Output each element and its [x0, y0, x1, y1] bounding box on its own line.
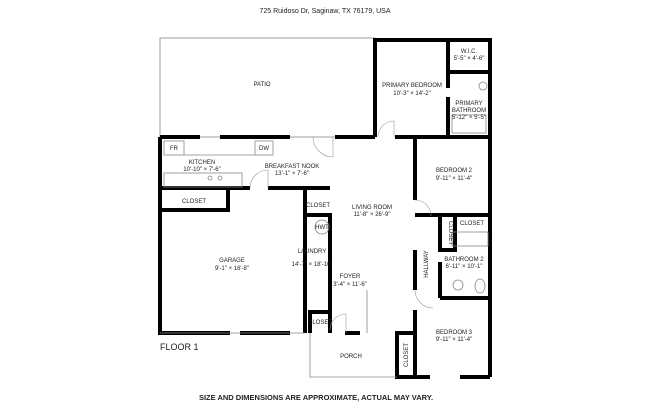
laundry-dims: 14'-7" × 18'-10" — [292, 262, 333, 268]
bedroom3-dims: 9'-11" × 11'-4" — [436, 337, 473, 343]
primary-bedroom-dims: 10'-3" × 14'-2" — [393, 91, 430, 97]
garage-label: GARAGE — [219, 258, 245, 264]
hwt-label: HWT — [315, 225, 329, 231]
living-room-dims: 11'-8" × 26'-9" — [354, 212, 391, 218]
breakfast-nook-label: BREAKFAST NOOK — [265, 164, 320, 170]
details — [160, 81, 489, 378]
hallway-label: HALLWAY — [424, 250, 430, 278]
foyer-label: FOYER — [340, 274, 361, 280]
disclaimer: SIZE AND DIMENSIONS ARE APPROXIMATE, ACT… — [199, 393, 433, 402]
address: 725 Ruidoso Dr, Saginaw, TX 76179, USA — [259, 8, 390, 15]
floor-label: FLOOR 1 — [160, 342, 199, 352]
laundry-label: LAUNDRY — [298, 249, 327, 255]
room-labels: PATIO PRIMARY BEDROOM 10'-3" × 14'-2" W.… — [170, 49, 486, 367]
wic-dims: 5'-5" × 4'-6" — [454, 56, 485, 62]
laundry-closet-label: CLOSET — [306, 203, 330, 209]
primary-bathroom-label: PRIMARY — [455, 101, 482, 107]
porch-label: PORCH — [340, 354, 362, 360]
garage-closet-label: CLOSET — [182, 199, 206, 205]
foyer-dims: 3'-4" × 11'-6" — [333, 282, 367, 288]
bedroom2-closet-label: CLOSET — [460, 221, 484, 227]
kitchen-label: KITCHEN — [189, 160, 215, 166]
primary-bedroom-label: PRIMARY BEDROOM — [382, 83, 442, 89]
breakfast-nook-dims: 13'-1" × 7'-6" — [275, 171, 309, 177]
bedroom2-dims: 9'-11" × 11'-4" — [436, 176, 473, 182]
walls — [158, 38, 492, 379]
primary-bathroom-label-2: BATHROOM — [452, 108, 486, 114]
wic-label: W.I.C. — [461, 49, 478, 55]
bathroom2-dims: 6'-11" × 10'-1" — [446, 264, 483, 270]
bedroom3-closet-label: CLOSET — [404, 343, 410, 367]
foyer-closet-label: CLOSET — [308, 320, 332, 326]
hall-closet-label: CLOSET — [447, 221, 453, 245]
fridge-label: FR — [170, 146, 179, 152]
dishwasher-label: DW — [259, 146, 269, 152]
garage-dims: 9'-1" × 16'-8" — [215, 266, 249, 272]
living-room-label: LIVING ROOM — [352, 205, 392, 211]
water-heater-icon — [314, 219, 330, 235]
bedroom3-label: BEDROOM 3 — [436, 330, 473, 336]
bathroom2-label: BATHROOM 2 — [444, 257, 484, 263]
patio-label: PATIO — [253, 82, 270, 88]
bedroom2-label: BEDROOM 2 — [436, 168, 473, 174]
kitchen-dims: 10'-10" × 7'-6" — [183, 167, 220, 173]
primary-bathroom-dims: 5'-12" × 5'-5" — [452, 115, 486, 121]
